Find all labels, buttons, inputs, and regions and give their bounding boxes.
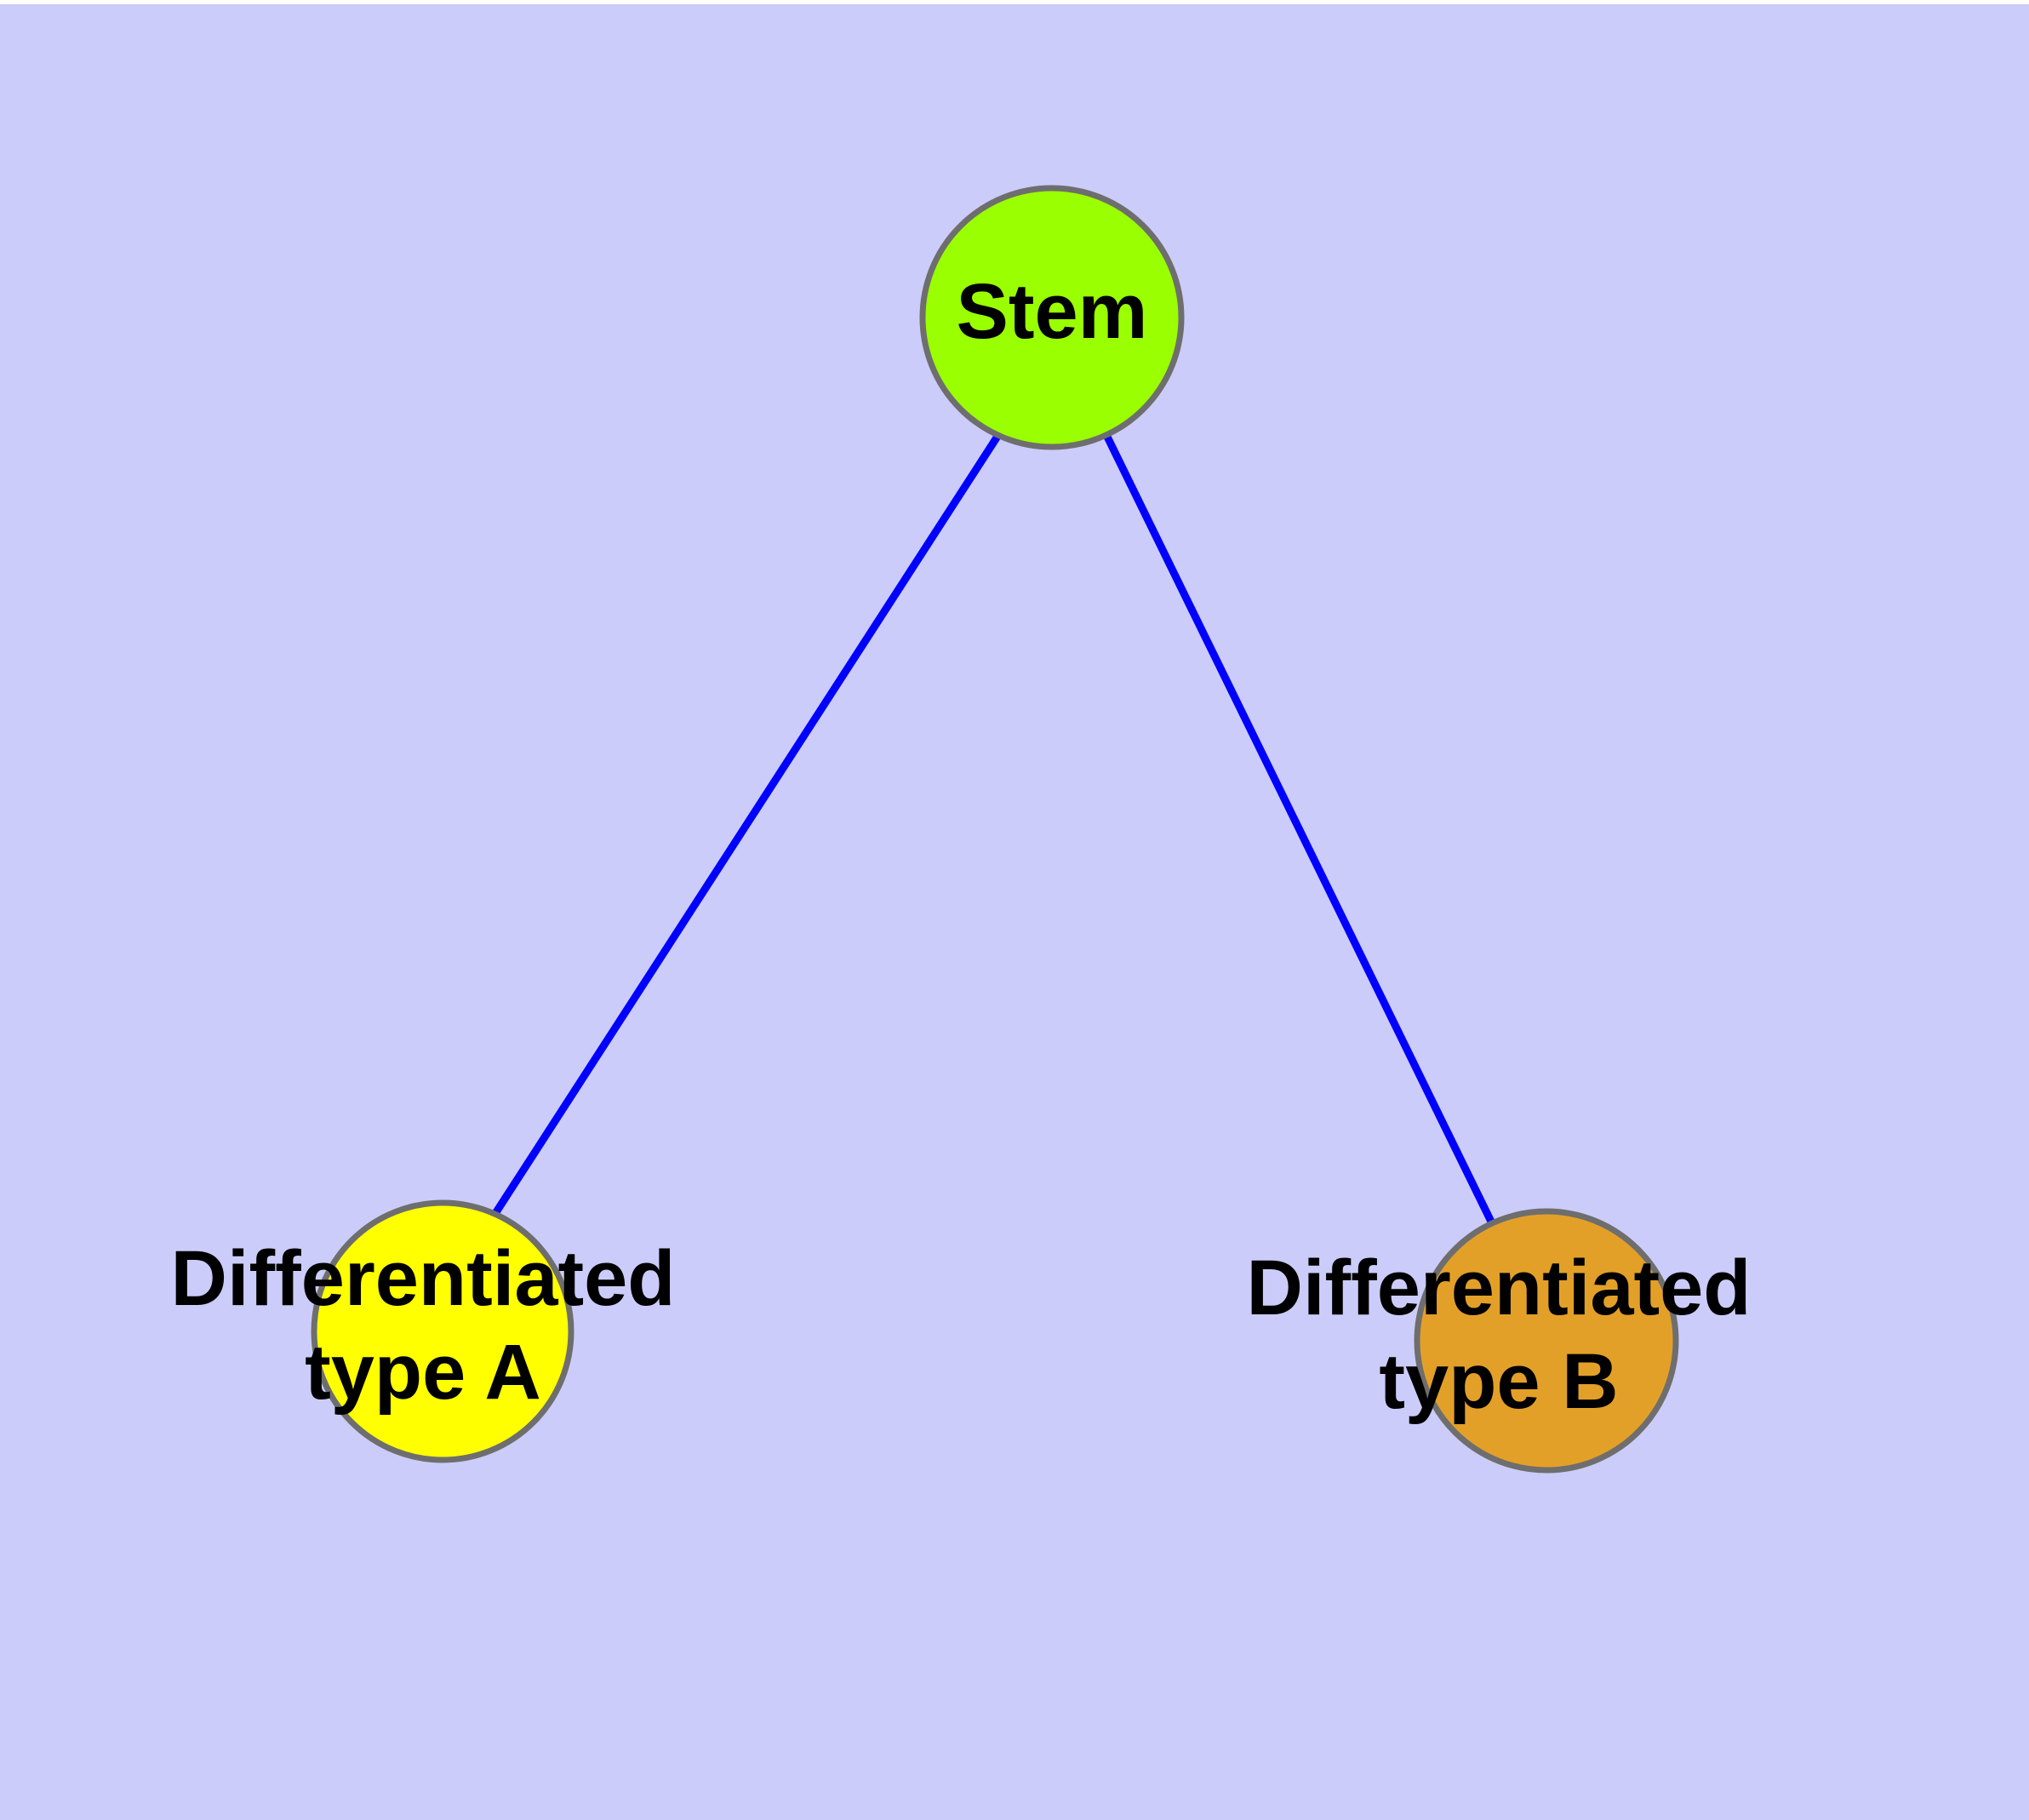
label-line: type A: [305, 1329, 541, 1416]
graph-node-label-stem: Stem: [957, 268, 1148, 355]
label-line: Differentiated: [171, 1235, 676, 1322]
nodes-layer: [311, 185, 1679, 1474]
label-line: Differentiated: [1247, 1245, 1752, 1331]
edges-layer: [491, 432, 1496, 1225]
graph-node-stem[interactable]: [919, 185, 1185, 450]
graph-node-diff_b[interactable]: [1414, 1208, 1679, 1474]
label-line: Stem: [957, 268, 1148, 355]
label-line: type B: [1379, 1338, 1618, 1425]
graph-node-diff_a[interactable]: [311, 1199, 574, 1463]
graph-edge-stem-diff_b[interactable]: [1102, 433, 1496, 1225]
graph-edge-stem-diff_a[interactable]: [491, 432, 1002, 1217]
